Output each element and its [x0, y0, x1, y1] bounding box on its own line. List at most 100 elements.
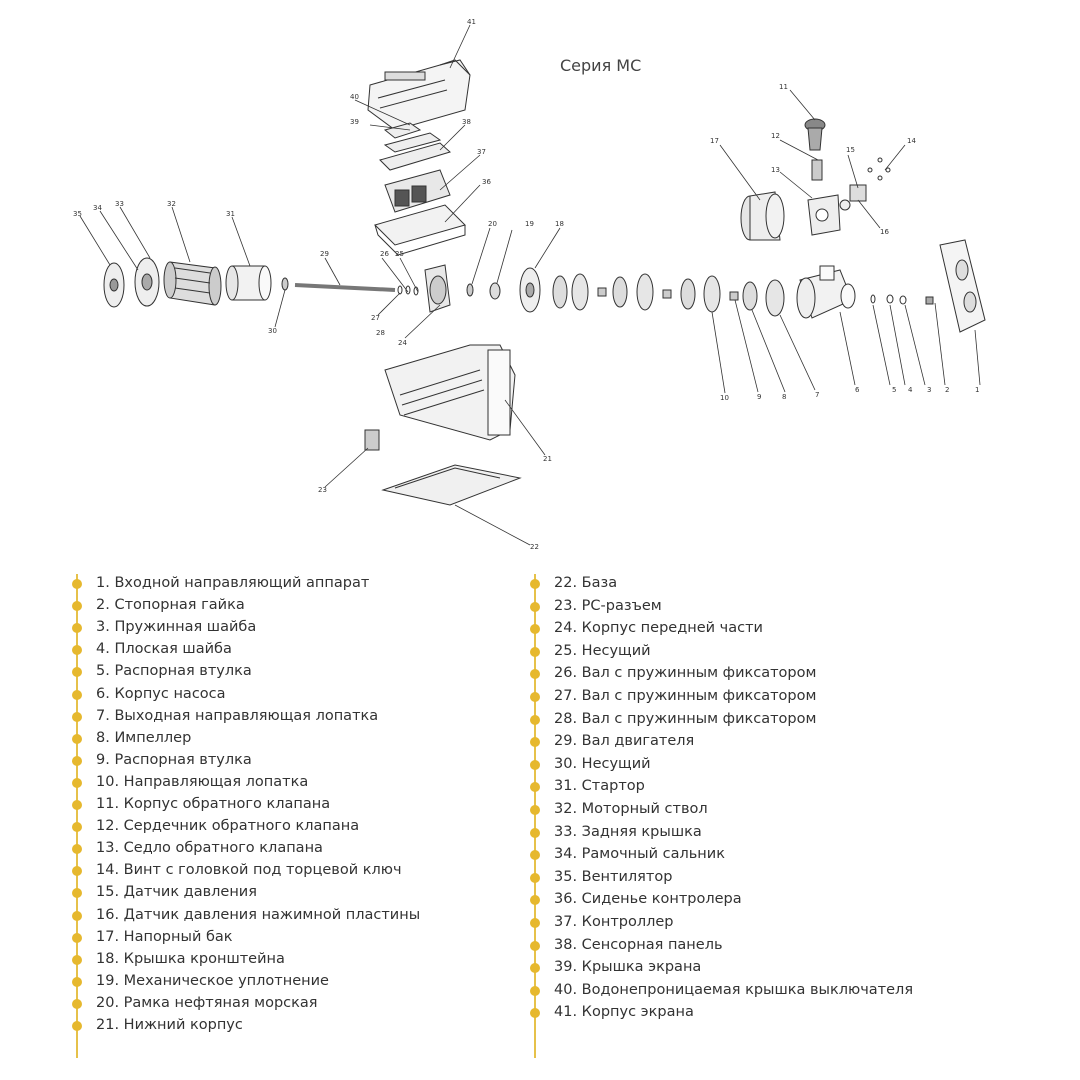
svg-text:38: 38 [462, 118, 471, 126]
part-29-motor-shaft [294, 283, 396, 292]
bullet-dot-icon [530, 782, 540, 793]
part-30-bearing [281, 277, 289, 291]
legend-item-label: 17. Напорный бак [96, 928, 233, 945]
svg-text:13: 13 [771, 166, 780, 174]
svg-text:17: 17 [710, 137, 719, 145]
part-14-screws [867, 157, 891, 181]
legend-item-label: 31. Стартор [554, 778, 645, 795]
bullet-dot-icon [72, 711, 82, 722]
legend-item-label: 24. Корпус передней части [554, 620, 763, 637]
legend-left-rail [76, 574, 78, 1058]
bullet-dot-icon [530, 918, 540, 928]
bullet-dot-icon [530, 624, 540, 635]
callout-leaders [79, 24, 981, 546]
svg-text:35: 35 [73, 210, 82, 218]
bullet-dot-icon [72, 844, 82, 855]
svg-text:29: 29 [320, 250, 329, 258]
part-24-front-housing [424, 264, 451, 313]
part-21-lower-housing [384, 344, 516, 441]
svg-text:18: 18 [555, 220, 564, 228]
bullet-dot-icon [530, 827, 540, 838]
part-20-seal-ring [466, 283, 474, 297]
bullet-dot-icon [72, 954, 82, 965]
legend-item-label: 37. Контроллер [554, 914, 674, 930]
svg-text:25: 25 [395, 250, 404, 258]
part-38-touch-panel [379, 142, 451, 171]
bullet-dot-icon [530, 601, 540, 612]
part-11-check-valve-body [804, 118, 826, 151]
legend-item-label: 21. Нижний корпус [96, 1017, 243, 1033]
bullet-dot-icon [72, 800, 82, 810]
legend-item-label: 3. Пружинная шайба [96, 619, 257, 636]
svg-text:26: 26 [380, 250, 389, 258]
bullet-dot-icon [72, 910, 82, 921]
part-10-guide-vanes [552, 273, 721, 313]
svg-text:10: 10 [720, 394, 729, 402]
bullet-dot-icon [72, 755, 82, 766]
part-37-controller [384, 169, 451, 213]
legend-item-label: 8. Импеллер [96, 729, 192, 746]
legend-item-label: 6. Корпус насоса [96, 685, 226, 702]
legend-item-label: 16. Датчик давления нажимной пластины [96, 906, 421, 923]
bullet-dot-icon [72, 976, 82, 987]
part-1-inlet [939, 239, 986, 333]
part-26-28-shaft-clips [397, 285, 419, 296]
svg-text:11: 11 [779, 83, 788, 91]
series-title: Серия МС [560, 56, 642, 75]
part-7-outlet-guide [765, 279, 785, 317]
part-17-pressure-tank [740, 191, 785, 241]
svg-text:40: 40 [350, 93, 359, 101]
part-36-controller-seat [374, 204, 466, 256]
legend-item-label: 12. Сердечник обратного клапана [96, 818, 360, 835]
part-2-5-washers-nut [870, 294, 934, 305]
legend-item-label: 35. Вентилятор [554, 868, 673, 885]
legend-item-label: 40. Водонепроницаемая крышка выключателя [554, 981, 914, 998]
legend-item-label: 2. Стопорная гайка [96, 597, 245, 614]
svg-text:31: 31 [226, 210, 235, 218]
bullet-dot-icon [530, 1008, 540, 1019]
legend-item-label: 32. Моторный ствол [554, 801, 708, 817]
legend-item-label: 14. Винт с головкой под торцевой ключ [96, 862, 402, 879]
exploded-pump-diagram: 1 2 3 4 5 6 7 8 9 10 11 12 13 14 15 16 1… [73, 18, 986, 551]
part-41-screen-housing [367, 59, 471, 131]
part-15-16-pressure-sensor [839, 184, 867, 211]
legend-item-label: 36. Сиденье контролера [554, 891, 742, 908]
bullet-dot-icon [530, 714, 540, 725]
bullet-dot-icon [72, 667, 82, 678]
legend-item-label: 18. Крышка кронштейна [96, 950, 285, 967]
legend-item-label: 33. Задняя крышка [554, 823, 702, 840]
svg-text:28: 28 [376, 329, 385, 337]
legend-item-label: 22. База [554, 575, 618, 591]
svg-text:27: 27 [371, 314, 380, 322]
legend-item-label: 26. Вал с пружинным фиксатором [554, 665, 817, 682]
part-39-40-screen-cover [383, 122, 442, 153]
legend-item-label: 20. Рамка нефтяная морская [96, 994, 318, 1011]
part-12-13-check-valve-core [807, 159, 841, 236]
bullet-dot-icon [530, 850, 540, 861]
bullet-dot-icon [72, 689, 82, 700]
bullet-dot-icon [530, 669, 540, 680]
svg-text:34: 34 [93, 204, 102, 212]
part-19-mech-seal [489, 282, 501, 300]
part-8-impeller [742, 281, 758, 311]
legend-item-label: 23. PC-разъем [554, 597, 662, 614]
svg-text:2: 2 [945, 386, 949, 394]
part-18-bracket-cover [519, 267, 541, 313]
bullet-dot-icon [530, 985, 540, 996]
legend-item-label: 28. Вал с пружинным фиксатором [554, 710, 817, 727]
svg-text:14: 14 [907, 137, 916, 145]
bullet-dot-icon [530, 646, 540, 657]
svg-text:9: 9 [757, 393, 761, 401]
svg-text:39: 39 [350, 118, 359, 126]
callout-numbers: 1 2 3 4 5 6 7 8 9 10 11 12 13 14 15 16 1… [73, 18, 979, 551]
bullet-dot-icon [72, 1021, 82, 1031]
svg-text:1: 1 [975, 386, 979, 394]
svg-text:8: 8 [782, 393, 786, 401]
svg-text:7: 7 [815, 391, 819, 399]
svg-text:3: 3 [927, 386, 931, 394]
bullet-dot-icon [530, 872, 540, 883]
legend-item-label: 34. Рамочный сальник [554, 846, 725, 863]
bullet-dot-icon [530, 579, 540, 589]
part-9-spacers [597, 287, 739, 301]
bullet-dot-icon [72, 822, 82, 833]
